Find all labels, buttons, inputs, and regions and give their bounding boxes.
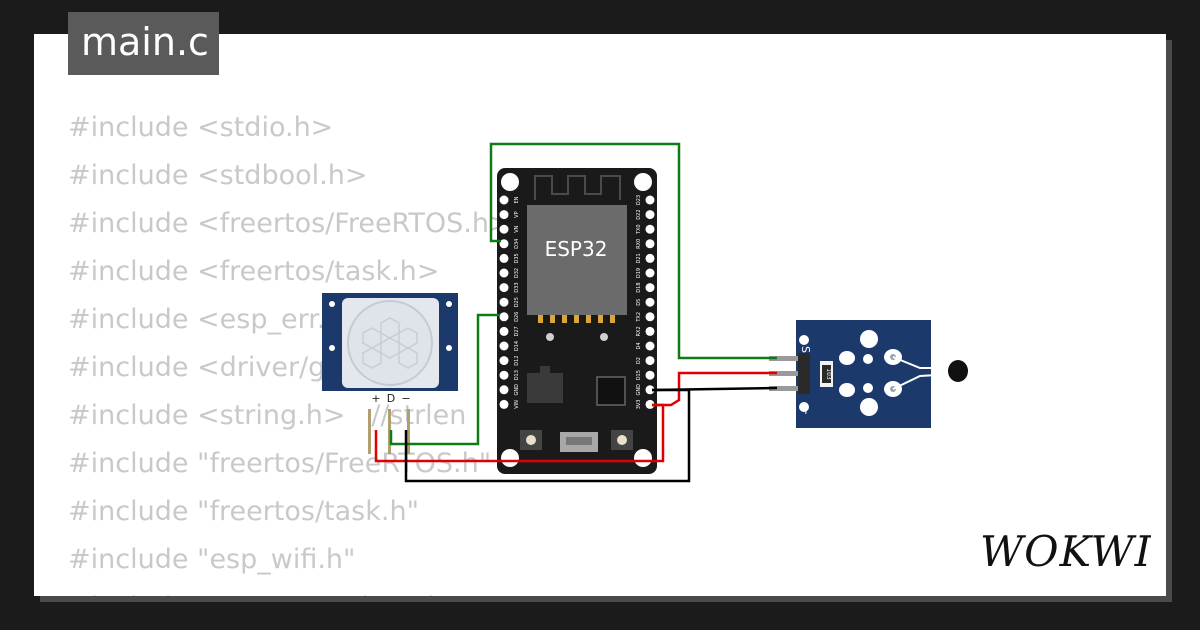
code-line: #include "freertos/task.h": [68, 496, 419, 527]
pin-left-d34[interactable]: [499, 239, 509, 249]
pir-pin-vcc-label: +: [371, 392, 380, 405]
pin-label-right: GND: [636, 384, 642, 396]
pin-left-vin[interactable]: [499, 399, 509, 409]
esp32-label: ESP32: [545, 237, 608, 261]
pin-left-vp[interactable]: [499, 210, 509, 220]
pin-label-left: D33: [514, 282, 520, 292]
pin-label-left: D12: [514, 355, 520, 365]
esp32-right-pin-header: [645, 195, 655, 409]
file-tab[interactable]: main.c: [68, 12, 219, 75]
pin-label-left: D25: [514, 297, 520, 307]
temperature-sensor-module[interactable]: [769, 320, 968, 428]
pin-right-gnd[interactable]: [645, 385, 655, 395]
pin-label-right: D4: [636, 342, 642, 349]
pin-right-d4[interactable]: [645, 341, 655, 351]
code-line: #include <stdio.h>: [68, 112, 334, 143]
pin-left-gnd[interactable]: [499, 385, 509, 395]
pin-right-3v3[interactable]: [645, 399, 655, 409]
pin-right-tx0[interactable]: [645, 224, 655, 234]
esp32-left-pin-header: [499, 195, 509, 409]
pin-right-d5[interactable]: [645, 297, 655, 307]
pin-label-right: RX2: [636, 326, 642, 336]
pin-left-d26[interactable]: [499, 312, 509, 322]
pin-label-left: D35: [514, 253, 520, 263]
code-line: #include <string.h> //strlen: [68, 400, 467, 431]
code-line: #include "esp_event_loop.h": [68, 584, 512, 596]
code-line: #include <freertos/task.h>: [68, 256, 440, 287]
pin-label-right: TX0: [636, 224, 642, 235]
pin-left-d25[interactable]: [499, 297, 509, 307]
pin-label-left: EN: [514, 196, 520, 203]
code-line: #include <esp_err.h>: [68, 304, 366, 335]
temp-sensor-resistor-label: 103: [825, 368, 832, 380]
code-line: #include "esp_wifi.h": [68, 544, 356, 575]
esp32-board[interactable]: [497, 168, 657, 474]
file-tab-label: main.c: [81, 20, 209, 64]
pin-label-right: RX0: [636, 239, 642, 249]
pin-right-rx2[interactable]: [645, 326, 655, 336]
pin-label-right: D2: [636, 357, 642, 364]
wokwi-logo-text: WOKWI: [980, 527, 1151, 576]
pin-right-d15[interactable]: [645, 370, 655, 380]
wokwi-logo: WOKWI: [980, 527, 1151, 576]
pin-label-right: 3V3: [636, 400, 642, 410]
pin-label-left: VN: [514, 225, 520, 232]
code-preview: #include <stdio.h> #include <stdbool.h> #i…: [68, 104, 512, 596]
pir-pin-gnd-label: −: [401, 392, 410, 405]
pin-label-left: VIN: [514, 400, 520, 409]
pin-right-rx0[interactable]: [645, 239, 655, 249]
pin-left-d14[interactable]: [499, 341, 509, 351]
pin-label-left: GND: [514, 384, 520, 396]
pin-left-d27[interactable]: [499, 326, 509, 336]
wire-green-esp32-to-temp-signal: [489, 142, 777, 360]
pin-label-right: D22: [636, 209, 642, 219]
pin-right-d2[interactable]: [645, 356, 655, 366]
pin-label-left: D32: [514, 268, 520, 278]
pin-right-d22[interactable]: [645, 210, 655, 220]
pin-left-d13[interactable]: [499, 370, 509, 380]
pin-left-d12[interactable]: [499, 356, 509, 366]
pin-right-d21[interactable]: [645, 253, 655, 263]
pir-pin-data-label: D: [387, 392, 395, 405]
pin-label-right: D21: [636, 253, 642, 263]
code-line: #include "freertos/FreeRTOS.h": [68, 448, 492, 479]
pin-left-vn[interactable]: [499, 224, 509, 234]
pin-label-right: D18: [636, 282, 642, 292]
temp-sensor-gnd-label: −: [799, 405, 813, 415]
temp-sensor-signal-label: S: [799, 346, 812, 353]
pin-label-right: D23: [636, 195, 642, 205]
pir-pin-labels: + D −: [371, 392, 410, 405]
pin-label-left: VP: [514, 211, 520, 217]
pin-label-right: D5: [636, 299, 642, 306]
pin-left-d35[interactable]: [499, 253, 509, 263]
pin-label-left: D13: [514, 370, 520, 380]
wire-black-ground: [404, 386, 778, 483]
pin-right-d18[interactable]: [645, 283, 655, 293]
pin-left-d32[interactable]: [499, 268, 509, 278]
pin-label-left: D34: [514, 239, 520, 249]
pin-label-right: D15: [636, 370, 642, 380]
pin-right-tx2[interactable]: [645, 312, 655, 322]
pin-right-d19[interactable]: [645, 268, 655, 278]
pin-label-left: D27: [514, 326, 520, 336]
pin-label-right: TX2: [636, 312, 642, 323]
pin-label-right: D19: [636, 268, 642, 278]
pin-left-en[interactable]: [499, 195, 509, 205]
pin-label-left: D26: [514, 312, 520, 322]
code-line: #include <freertos/FreeRTOS.h>: [68, 208, 512, 239]
code-line: #include <stdbool.h>: [68, 160, 368, 191]
wire-green-pir-data: [389, 313, 500, 446]
pin-label-left: D14: [514, 341, 520, 351]
pin-left-d33[interactable]: [499, 283, 509, 293]
wire-red-power: [374, 371, 777, 463]
pin-right-d23[interactable]: [645, 195, 655, 205]
pir-motion-sensor[interactable]: [322, 293, 458, 454]
